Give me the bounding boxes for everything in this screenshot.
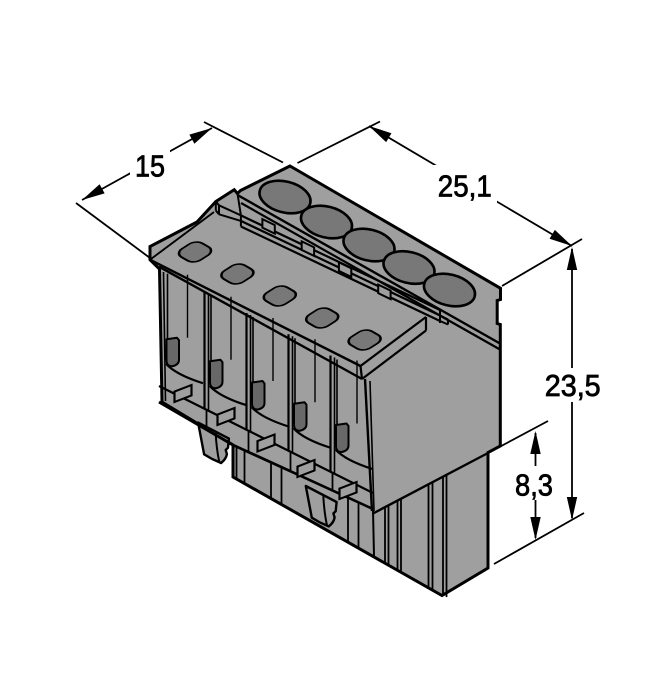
svg-text:8,3: 8,3: [515, 468, 553, 503]
svg-text:15: 15: [135, 149, 165, 184]
svg-text:25,1: 25,1: [438, 168, 492, 203]
svg-text:23,5: 23,5: [545, 368, 601, 403]
